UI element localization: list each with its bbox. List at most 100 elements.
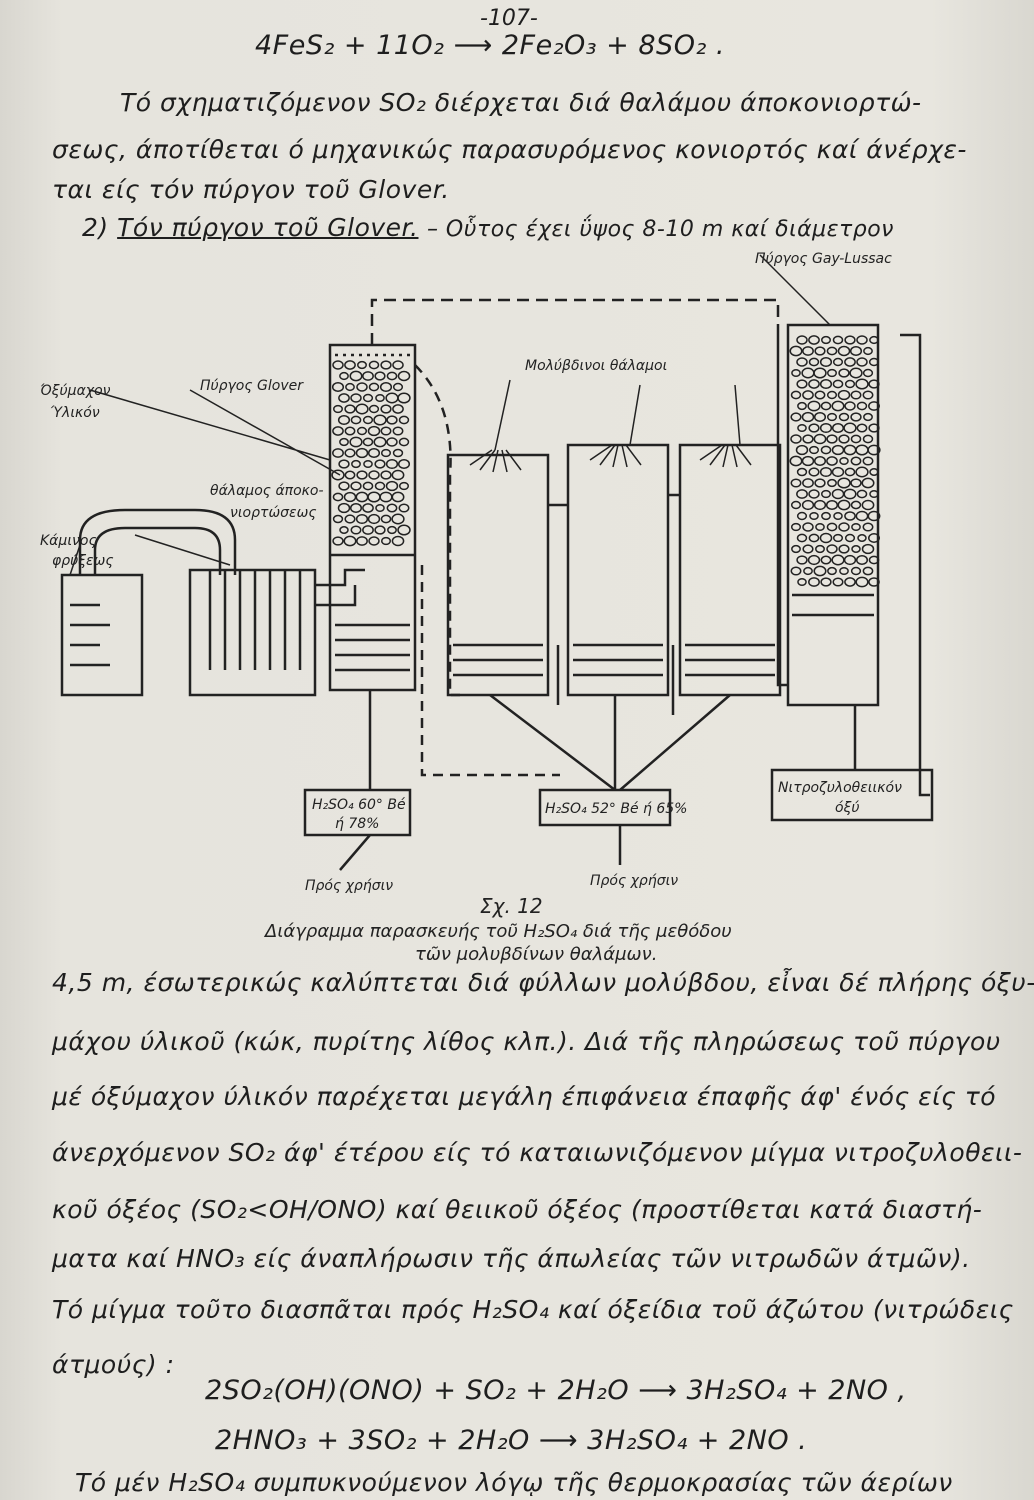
text-line: μάχου ύλικοῦ (κώκ, πυρίτης λίθος κλπ.). … xyxy=(52,1027,1001,1056)
tank-60be xyxy=(303,788,412,837)
packing-piece xyxy=(797,578,807,586)
packing-piece xyxy=(345,382,355,392)
label-acid-60: H₂SO₄ 60° Bé xyxy=(312,797,406,813)
packing-piece xyxy=(332,426,344,436)
packing-piece xyxy=(832,533,844,543)
label-for-use-2: Πρός χρήσιν xyxy=(590,873,678,889)
packing-piece xyxy=(374,459,386,469)
packing-piece xyxy=(802,544,814,554)
packing-piece xyxy=(380,404,392,414)
label-acid-60-2: ή 78% xyxy=(335,816,379,832)
packing-piece xyxy=(867,444,881,456)
packing-piece xyxy=(331,381,345,393)
packing-piece xyxy=(362,415,374,425)
packing-piece xyxy=(355,403,369,415)
packing-piece xyxy=(398,415,410,425)
steam-sprays xyxy=(469,444,752,473)
packing-piece xyxy=(355,491,369,503)
packing-piece xyxy=(375,393,385,403)
packing-piece xyxy=(843,444,857,456)
packing-piece xyxy=(851,545,861,553)
packing-piece xyxy=(869,335,879,345)
packing-piece xyxy=(367,448,381,458)
packing-piece xyxy=(349,503,363,513)
packing-piece xyxy=(332,514,344,524)
text-line: Τό μέν H₂SO₄ συμπυκνούμενον λόγῳ τῆς θερ… xyxy=(75,1468,953,1497)
packing-piece xyxy=(869,468,879,476)
packing-piece xyxy=(825,499,839,511)
packing-piece xyxy=(850,412,862,422)
packing-piece xyxy=(368,360,380,370)
packing-piece xyxy=(856,489,868,499)
packing-piece xyxy=(344,404,356,414)
packing-piece xyxy=(814,478,826,488)
packing-piece xyxy=(837,345,851,357)
packing-piece xyxy=(856,423,868,433)
packing-piece xyxy=(351,459,361,469)
packing-piece xyxy=(850,390,862,400)
packing-piece xyxy=(796,533,808,543)
packing-piece xyxy=(820,445,832,455)
reaction-1: 2SO₂(OH)(ONO) + SO₂ + 2H₂O ⟶ 3H₂SO₄ + 2N… xyxy=(205,1375,907,1406)
packing-piece xyxy=(386,503,398,513)
packing-piece xyxy=(356,426,368,436)
packing-piece xyxy=(796,467,808,477)
packing-piece xyxy=(367,513,381,525)
packing-piece xyxy=(831,488,845,500)
packing-piece xyxy=(790,566,802,576)
packing-piece xyxy=(789,455,803,467)
packing-piece xyxy=(868,423,880,433)
label-dust-chamber: θάλαμος άποκο- xyxy=(210,483,324,499)
packing-piece xyxy=(844,511,856,521)
packing-piece xyxy=(813,412,827,422)
packing-piece xyxy=(362,371,374,381)
packing-piece xyxy=(843,488,857,500)
packing-piece xyxy=(832,577,844,587)
packing-piece xyxy=(826,412,838,422)
packing-piece xyxy=(379,381,393,393)
packing-piece xyxy=(821,335,831,345)
packing-piece xyxy=(850,500,862,510)
packing-piece xyxy=(801,499,815,511)
packing-piece xyxy=(815,522,825,532)
packing-piece xyxy=(339,526,349,534)
packing-piece xyxy=(802,390,814,400)
packing-piece xyxy=(849,345,863,357)
text-line: Τό σχηματιζόμενον SO₂ διέρχεται διά θαλά… xyxy=(120,88,922,117)
packing-piece xyxy=(856,335,868,345)
packing-piece xyxy=(862,456,874,466)
packing-piece xyxy=(838,522,850,532)
acid-drain-lines xyxy=(489,694,731,791)
packing-piece xyxy=(815,544,825,554)
label-pointers xyxy=(69,254,831,576)
packing-piece xyxy=(863,412,873,422)
packing-piece xyxy=(837,477,851,489)
packing-piece xyxy=(391,469,405,481)
packing-piece xyxy=(843,422,857,434)
packing-piece xyxy=(350,525,362,535)
packing-piece xyxy=(332,448,344,458)
packing-piece xyxy=(374,481,386,491)
packing-piece xyxy=(868,357,880,367)
packing-piece xyxy=(855,444,869,456)
packing-piece xyxy=(844,467,856,477)
packing-piece xyxy=(350,415,362,425)
packing-piece xyxy=(862,566,874,576)
packing-piece xyxy=(796,357,808,367)
packing-piece xyxy=(808,335,820,345)
label-lead-chambers: Μολύβδινοι θάλαμοι xyxy=(525,358,667,374)
packing-piece xyxy=(385,458,399,470)
label-acidproof: Όξύμαχον xyxy=(40,383,111,399)
gas-pipe-to-chambers xyxy=(414,364,460,697)
packing-piece xyxy=(844,401,856,411)
packing-piece xyxy=(356,382,368,392)
packing-piece xyxy=(855,576,869,588)
packing-piece xyxy=(790,434,802,444)
packing-piece xyxy=(850,456,862,466)
packing-piece xyxy=(844,577,856,587)
packing-piece xyxy=(850,478,862,488)
reaction-2: 2HNO₃ + 3SO₂ + 2H₂O ⟶ 3H₂SO₄ + 2NO . xyxy=(215,1425,808,1456)
packing-piece xyxy=(356,470,368,480)
text-line: άτμούς) : xyxy=(52,1350,175,1379)
